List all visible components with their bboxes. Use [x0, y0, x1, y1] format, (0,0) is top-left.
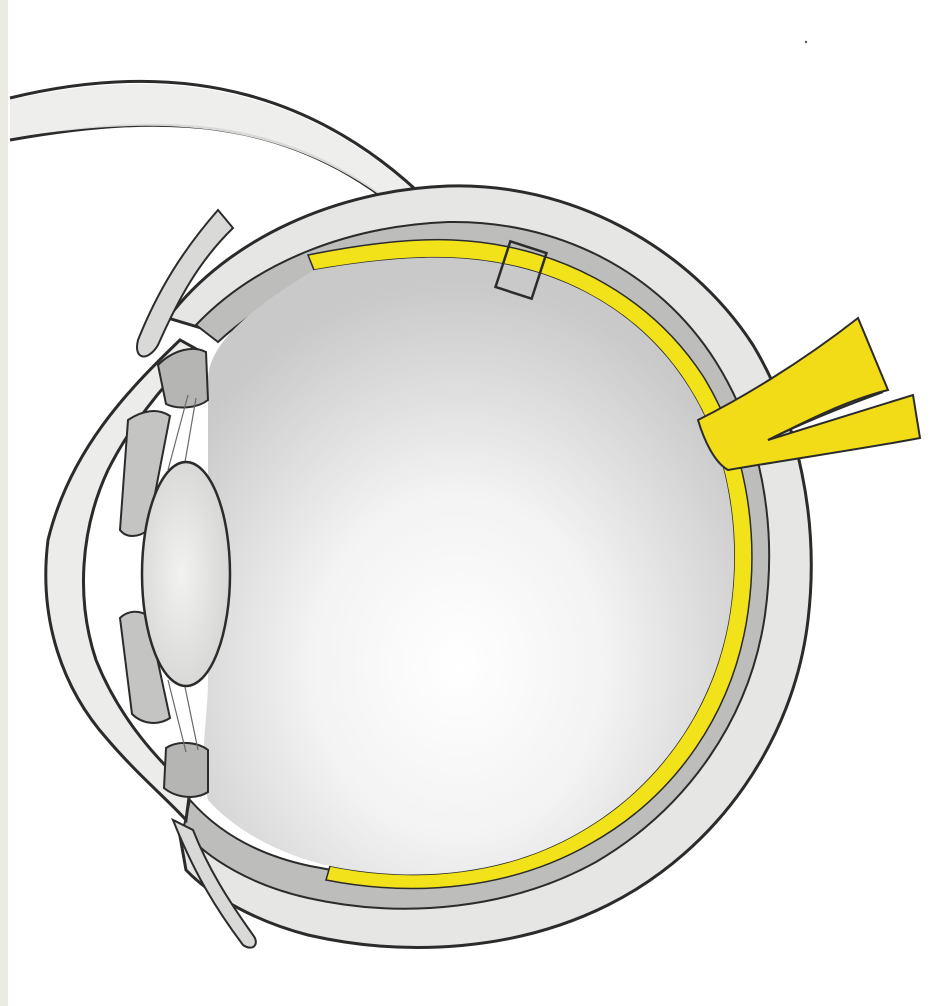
lens [142, 462, 230, 686]
eye-diagram [8, 0, 932, 1006]
speck [805, 41, 807, 43]
eye-cross-section-svg [8, 0, 932, 1006]
ciliary-body-upper [158, 349, 208, 408]
